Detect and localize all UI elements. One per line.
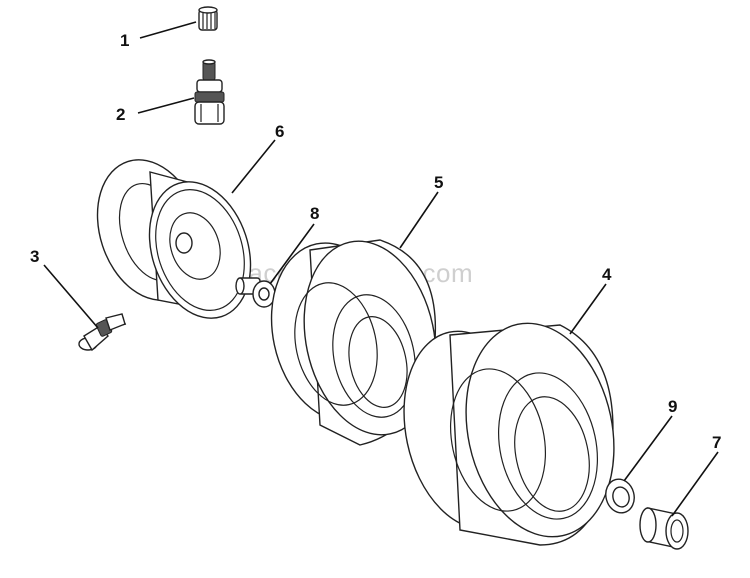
leader-line-2 xyxy=(137,97,195,114)
part-valve-cap[interactable] xyxy=(198,6,218,31)
part-washer[interactable] xyxy=(602,476,638,516)
leader-line-9 xyxy=(623,415,673,482)
part-spacer-sleeve[interactable] xyxy=(639,507,689,550)
part-wheel-rim[interactable] xyxy=(80,146,267,331)
leader-line-7 xyxy=(671,451,719,517)
part-number-label-4: 4 xyxy=(602,265,612,284)
part-bushing[interactable] xyxy=(235,277,276,308)
part-valve-stem[interactable] xyxy=(194,59,225,125)
leader-line-4 xyxy=(569,283,607,335)
leader-line-8 xyxy=(269,223,315,285)
part-tire-front[interactable] xyxy=(256,229,453,447)
part-number-label-3: 3 xyxy=(30,247,39,266)
part-lug-bolt[interactable] xyxy=(78,313,127,352)
part-number-label-7: 7 xyxy=(712,433,721,452)
part-number-label-2: 2 xyxy=(116,105,125,124)
part-tire-rear[interactable] xyxy=(387,309,633,550)
leader-line-3 xyxy=(43,264,99,329)
part-number-label-1: 1 xyxy=(120,31,129,50)
part-number-label-6: 6 xyxy=(275,122,284,141)
leader-line-5 xyxy=(399,191,439,249)
part-number-label-5: 5 xyxy=(434,173,443,192)
part-number-label-9: 9 xyxy=(668,397,677,416)
leader-line-6 xyxy=(231,139,276,194)
part-number-label-8: 8 xyxy=(310,204,319,223)
leader-line-1 xyxy=(139,21,197,39)
